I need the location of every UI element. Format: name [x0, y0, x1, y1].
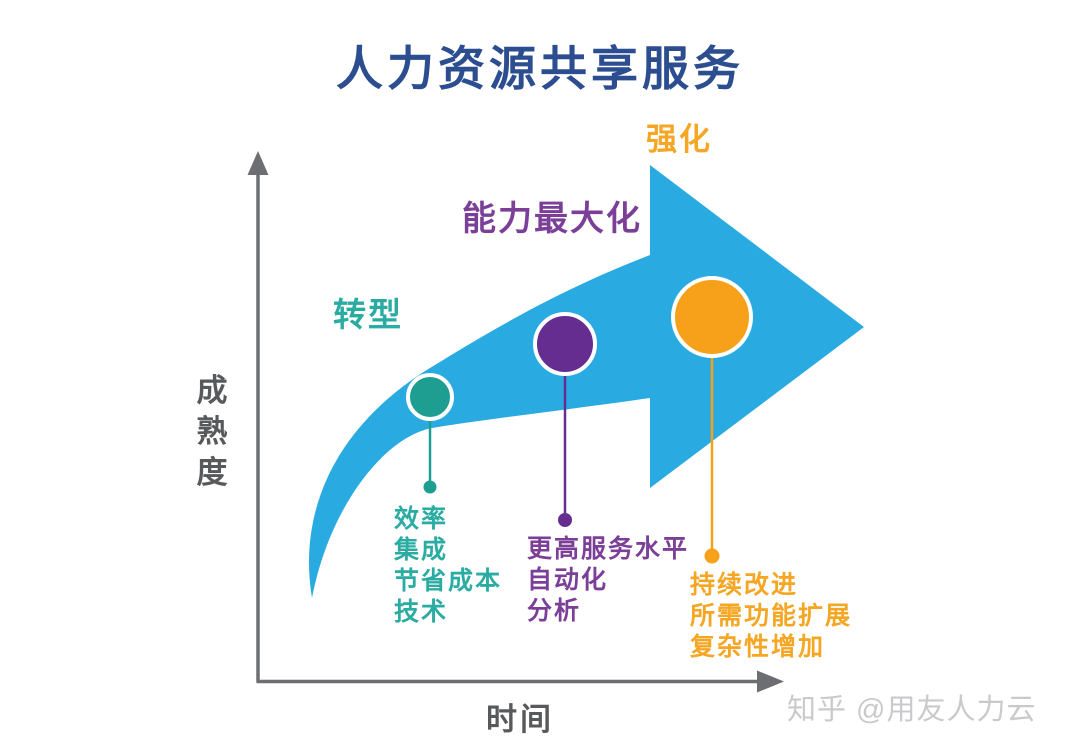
bullet-item: 节省成本	[394, 567, 503, 595]
bullet-item: 复杂性增加	[690, 633, 826, 661]
x-axis-label: 时间	[486, 702, 554, 737]
bullet-item: 集成	[394, 536, 449, 564]
stage-label-enhance: 强化	[646, 122, 712, 157]
stage-label-capability: 能力最大化	[462, 200, 642, 238]
bullet-item: 持续改进	[690, 571, 799, 599]
stage-marker-circle-capability	[533, 312, 597, 376]
bullet-item: 分析	[527, 597, 582, 625]
bullet-item: 技术	[394, 598, 449, 626]
stage-bullets-enhance: 持续改进 所需功能扩展 复杂性增加	[690, 570, 852, 663]
bullet-item: 更高服务水平	[527, 535, 690, 563]
x-axis-arrow-icon	[757, 670, 784, 693]
stage-marker-circle-enhance	[671, 276, 753, 358]
stage-stem-dot	[558, 513, 572, 527]
stage-stem-dot	[423, 480, 437, 494]
watermark: 知乎 @用友人力云	[787, 694, 1037, 726]
bullet-item: 所需功能扩展	[690, 602, 853, 630]
stage-marker-circle-transform	[406, 373, 454, 421]
y-axis-arrow-icon	[247, 151, 269, 175]
bullet-item: 自动化	[527, 566, 609, 594]
bullet-item: 效率	[394, 505, 449, 533]
stage-stem-dot	[704, 548, 720, 564]
page-title: 人力资源共享服务	[336, 42, 744, 95]
stage-label-transform: 转型	[333, 296, 403, 333]
stage-bullets-transform: 效率 集成 节省成本 技术	[394, 504, 502, 628]
growth-arrow-shape	[308, 165, 864, 598]
stage-bullets-capability: 更高服务水平 自动化 分析	[527, 534, 689, 627]
y-axis-label: 成熟度	[196, 373, 228, 490]
